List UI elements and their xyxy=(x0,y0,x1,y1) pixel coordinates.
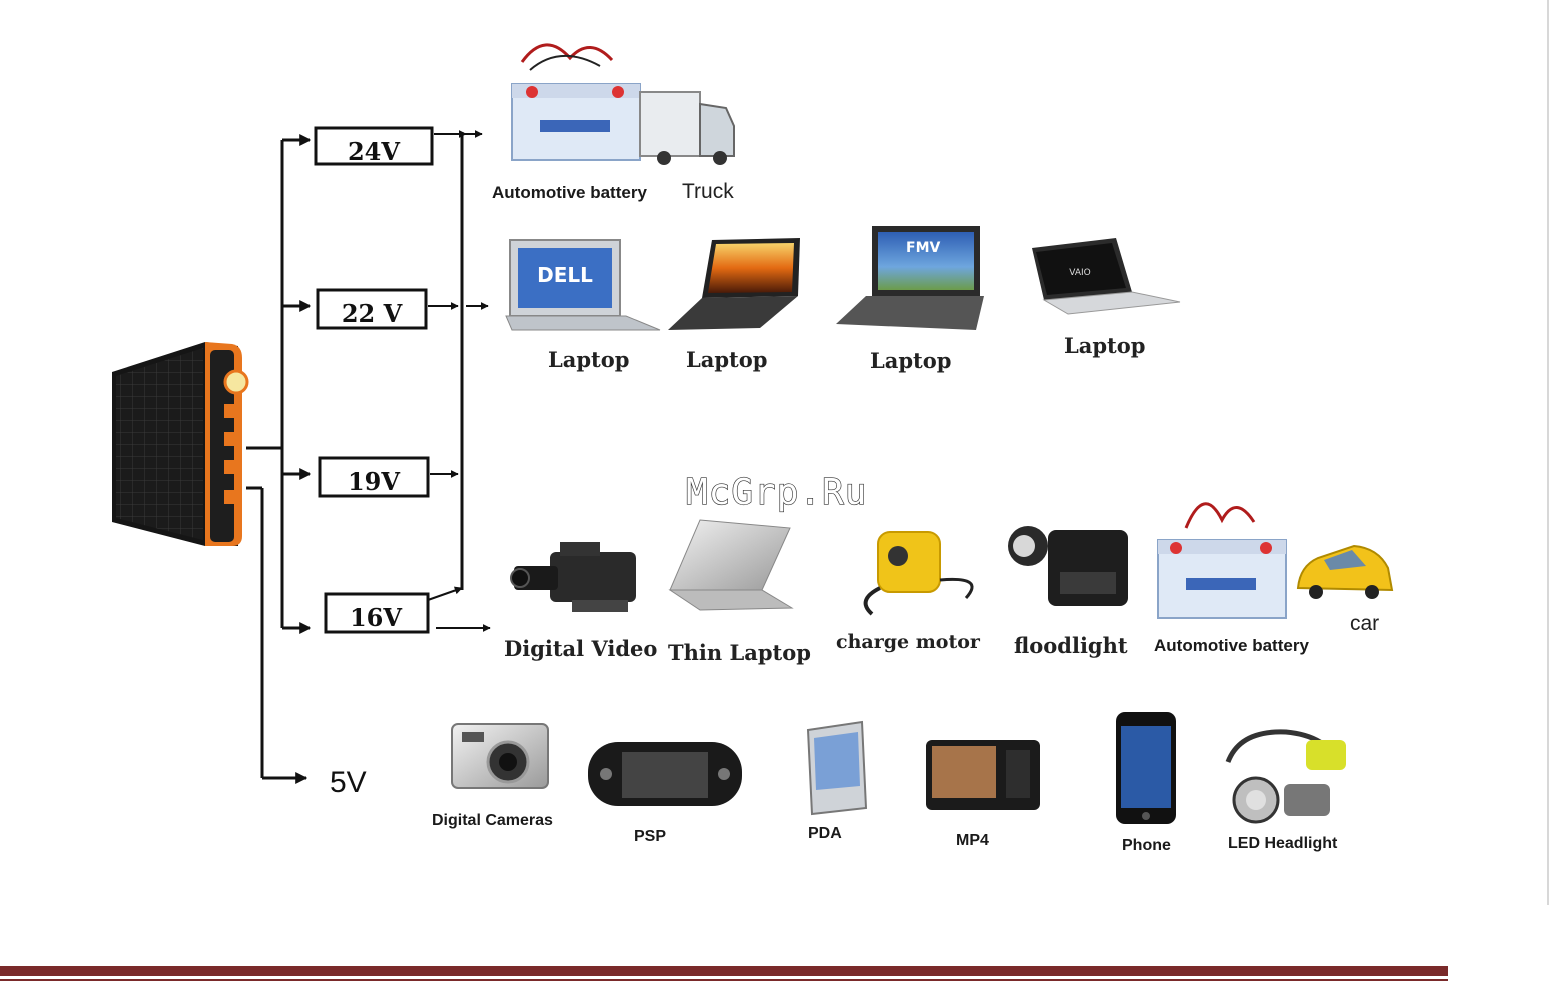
digital-camera-icon xyxy=(452,724,548,788)
pda-icon xyxy=(808,722,866,814)
digital-video-label: Digital Video xyxy=(504,636,657,661)
voltage-16v-label: 16V xyxy=(350,603,402,632)
fmv-brand-text: FMV xyxy=(906,240,940,256)
laptop-4-label: Laptop xyxy=(1064,333,1145,358)
laptop-sunset-icon xyxy=(668,238,800,330)
voltage-box-22v: 22 V xyxy=(318,290,426,328)
laptop-dell-icon: DELL xyxy=(506,240,660,330)
automotive-battery-label: Automotive battery xyxy=(492,183,647,202)
dell-brand-text: DELL xyxy=(537,263,593,287)
led-headlight-label: LED Headlight xyxy=(1228,835,1338,852)
laptop-fmv-icon: FMV xyxy=(836,226,984,330)
psp-icon xyxy=(588,742,742,806)
floodlight-label: floodlight xyxy=(1014,633,1128,658)
laptop-1-label: Laptop xyxy=(548,347,629,372)
thin-laptop-icon xyxy=(670,520,792,610)
voltage-24v-label: 24V xyxy=(348,137,400,166)
distribution-lines xyxy=(246,132,490,778)
car-label: car xyxy=(1350,612,1379,635)
truck-label: Truck xyxy=(682,180,734,203)
automotive-battery-2-label: Automotive battery xyxy=(1154,636,1309,655)
car-icon xyxy=(1298,546,1392,599)
laptop-2-label: Laptop xyxy=(686,347,767,372)
vaio-brand-text: VAIO xyxy=(1069,268,1090,278)
pda-label: PDA xyxy=(808,825,842,842)
truck-icon xyxy=(640,92,734,165)
phone-icon xyxy=(1116,712,1176,824)
phone-label: Phone xyxy=(1122,837,1171,854)
charge-motor-icon xyxy=(866,532,972,614)
mp4-player-icon xyxy=(926,740,1040,810)
charge-motor-label: charge motor xyxy=(836,631,981,653)
laptop-3-label: Laptop xyxy=(870,348,951,373)
watermark-text: McGrp.Ru xyxy=(686,472,867,513)
voltage-box-19v: 19V xyxy=(320,458,428,496)
solar-power-bank-icon xyxy=(112,342,247,546)
voltage-5v-label: 5V xyxy=(330,766,367,799)
led-headlight-icon xyxy=(1228,732,1346,822)
voltage-box-16v: 16V xyxy=(326,594,428,632)
voltage-22v-label: 22 V xyxy=(342,299,403,328)
laptop-vaio-icon: VAIO xyxy=(1032,238,1180,314)
digital-cameras-label: Digital Cameras xyxy=(432,812,553,829)
psp-label: PSP xyxy=(634,828,666,845)
thin-laptop-label: Thin Laptop xyxy=(668,640,811,665)
digital-video-camera-icon xyxy=(511,542,636,612)
automotive-battery-2-icon xyxy=(1158,504,1286,618)
voltage-box-24v: 24V xyxy=(316,128,432,166)
floodlight-icon xyxy=(1008,526,1128,606)
mp4-label: MP4 xyxy=(956,832,989,849)
voltage-19v-label: 19V xyxy=(348,467,400,496)
automotive-battery-icon xyxy=(512,45,640,160)
